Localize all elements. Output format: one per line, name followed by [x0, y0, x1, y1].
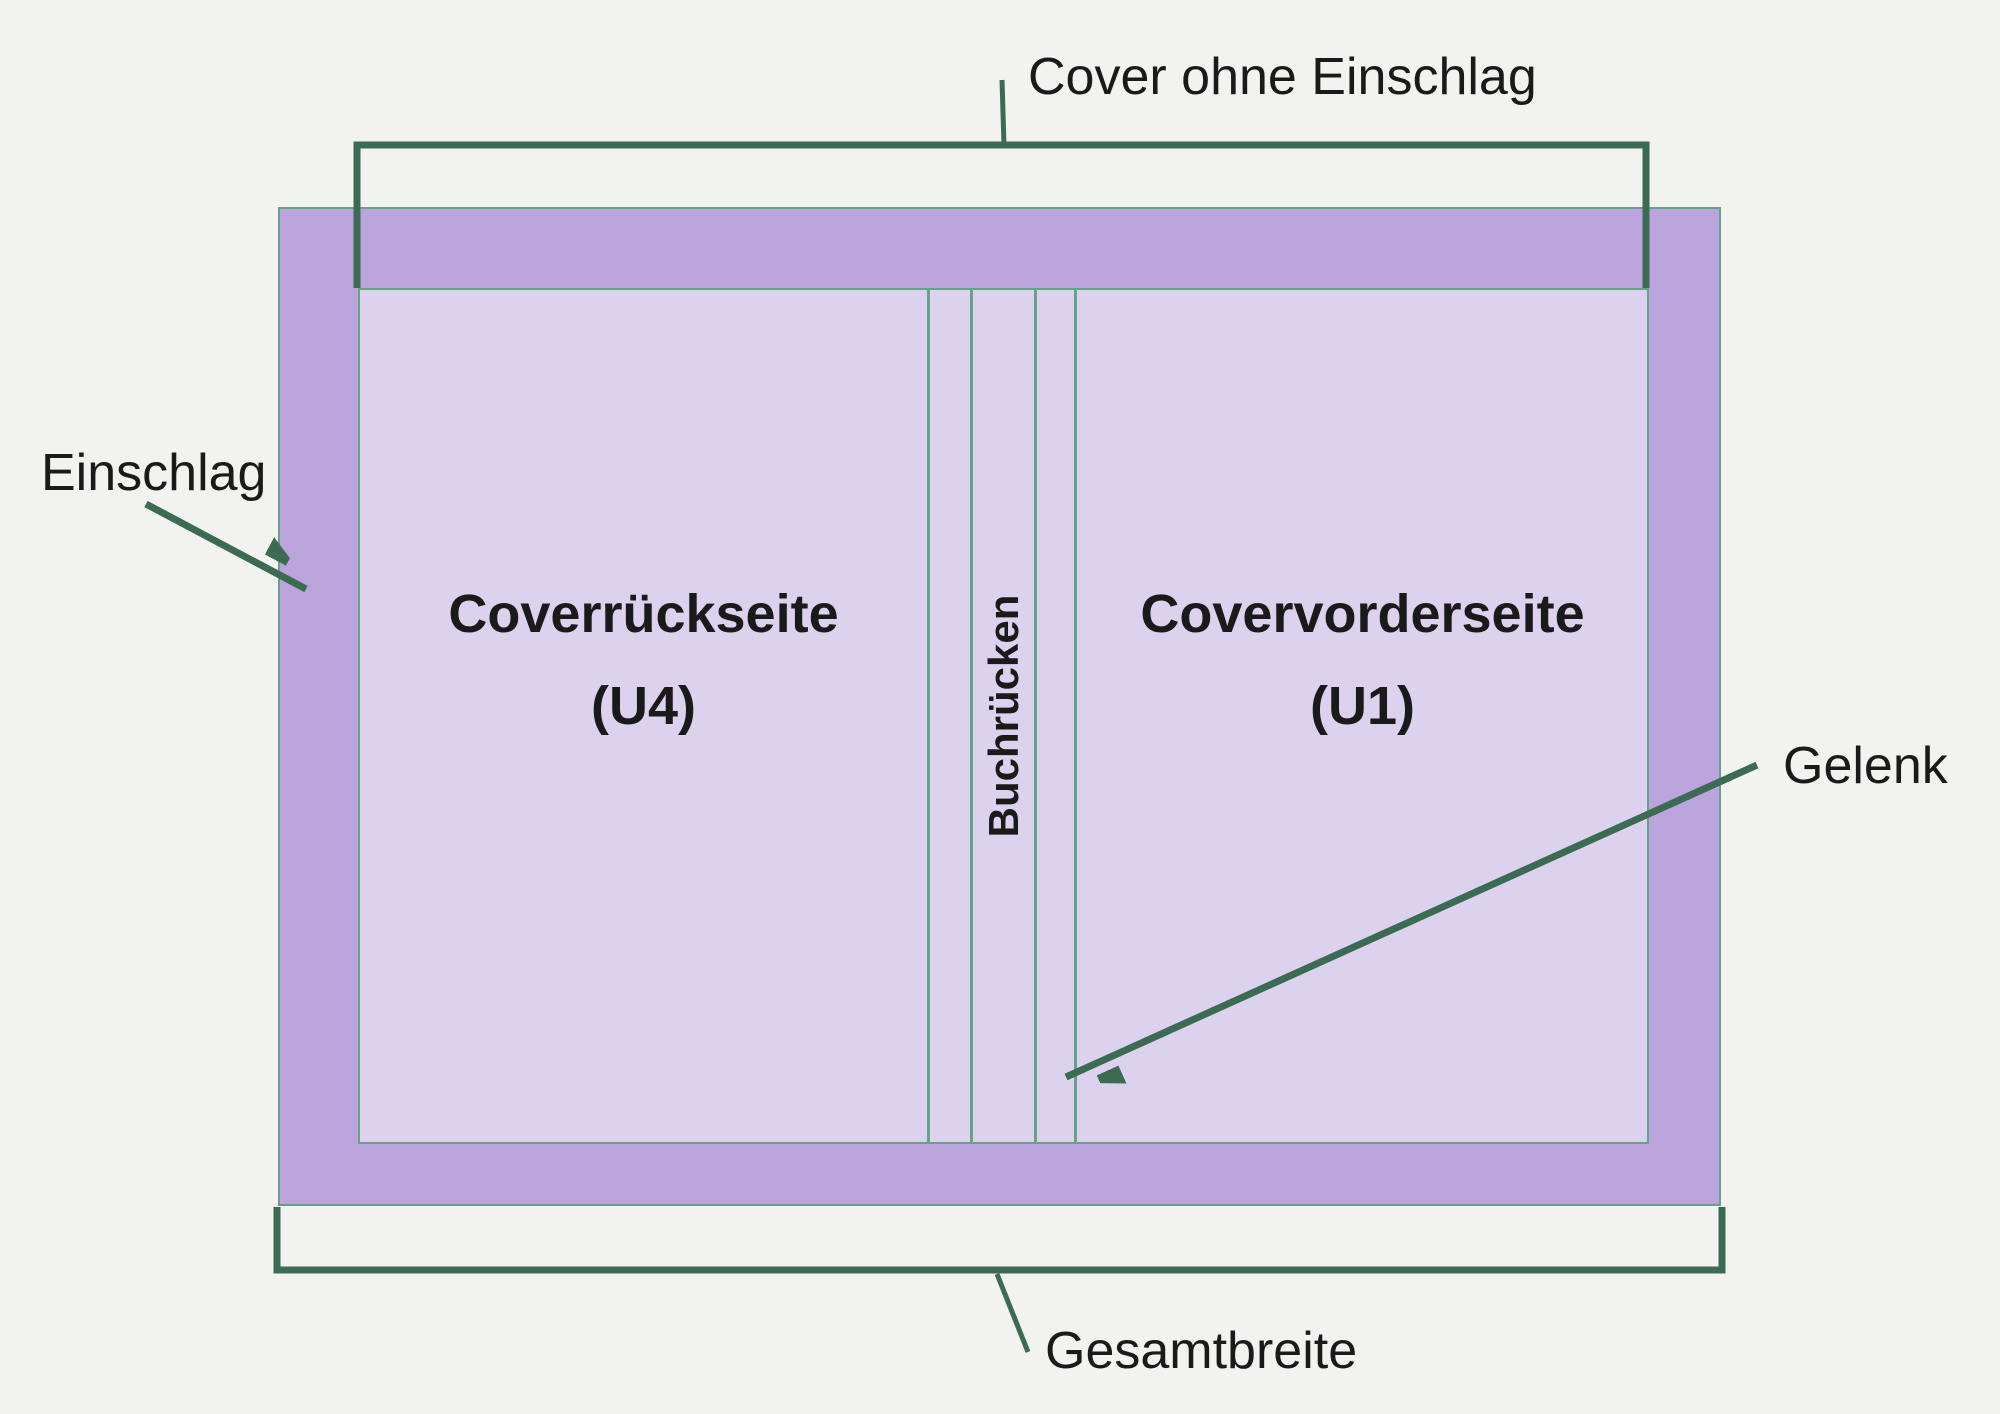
- fold-line-front-cover: [1074, 290, 1077, 1142]
- label-back-cover-line1: Coverrückseite: [448, 584, 839, 644]
- bottom-bracket: [273, 1207, 1726, 1274]
- spine-line-right: [1034, 290, 1037, 1142]
- label-hinge: Gelenk: [1783, 737, 1948, 795]
- label-front-cover: Covervorderseite (U1): [1076, 568, 1649, 752]
- label-front-cover-line2: (U1): [1310, 676, 1415, 736]
- label-back-cover-line2: (U4): [591, 676, 696, 736]
- label-cover-without-wrap: Cover ohne Einschlag: [1028, 48, 1537, 106]
- fold-line-back-cover: [927, 290, 930, 1142]
- label-back-cover: Coverrückseite (U4): [358, 568, 929, 752]
- spine-line-left: [970, 290, 973, 1142]
- label-front-cover-line1: Covervorderseite: [1140, 584, 1585, 644]
- bottom-bracket-tick: [994, 1273, 1031, 1353]
- label-total-width: Gesamtbreite: [1045, 1322, 1358, 1380]
- top-bracket-tick: [999, 79, 1007, 146]
- label-spine: Buchrücken: [980, 594, 1027, 838]
- label-wrap: Einschlag: [41, 444, 267, 502]
